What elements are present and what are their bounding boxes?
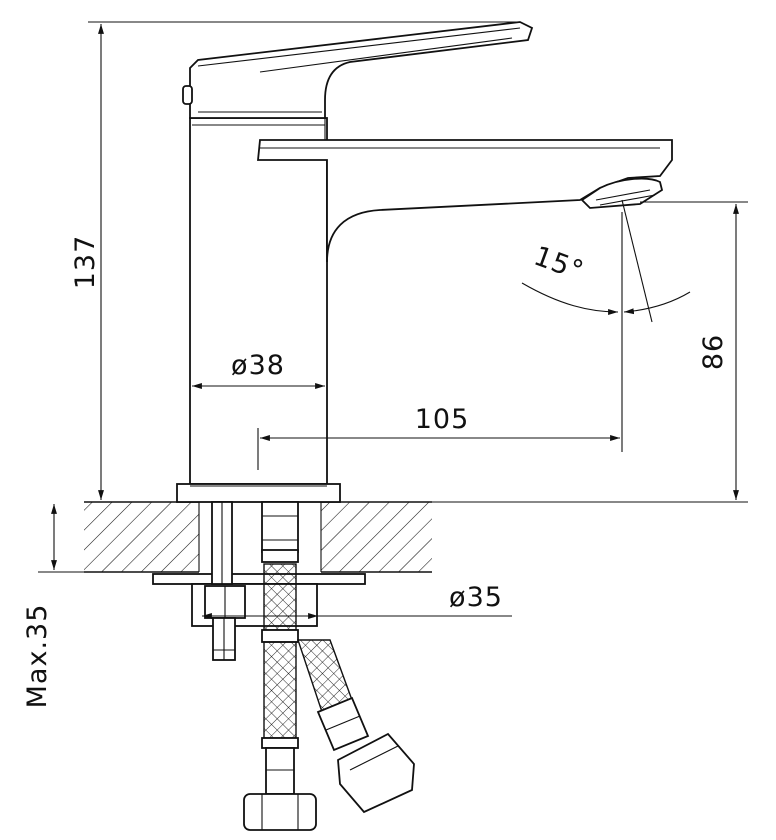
dim-max-thickness: Max.35 — [22, 504, 84, 708]
dim-spout-angle-label: 15° — [530, 241, 588, 288]
vertical-hose — [243, 501, 317, 831]
countertop — [84, 500, 432, 574]
dim-body-diameter: ø38 — [192, 350, 325, 389]
dim-mount-hole-label: ø35 — [449, 582, 503, 613]
dim-total-height: 137 — [70, 21, 520, 500]
lever-handle — [182, 21, 534, 140]
spout — [257, 139, 673, 263]
dim-spout-reach-label: 105 — [415, 404, 470, 435]
dim-spout-height-label: 86 — [698, 334, 729, 370]
dim-max-thickness-label: Max.35 — [22, 604, 53, 709]
dim-spout-reach: 105 — [257, 212, 623, 470]
dim-spout-angle: 15° — [521, 199, 691, 323]
dim-total-height-label: 137 — [70, 235, 101, 290]
mounting-plate — [152, 573, 366, 627]
dim-body-diameter-label: ø38 — [231, 350, 285, 381]
dim-mount-hole: ø35 — [202, 582, 512, 619]
angled-hose — [297, 639, 415, 814]
threaded-rod — [204, 501, 246, 661]
dim-spout-height: 86 — [640, 201, 748, 500]
